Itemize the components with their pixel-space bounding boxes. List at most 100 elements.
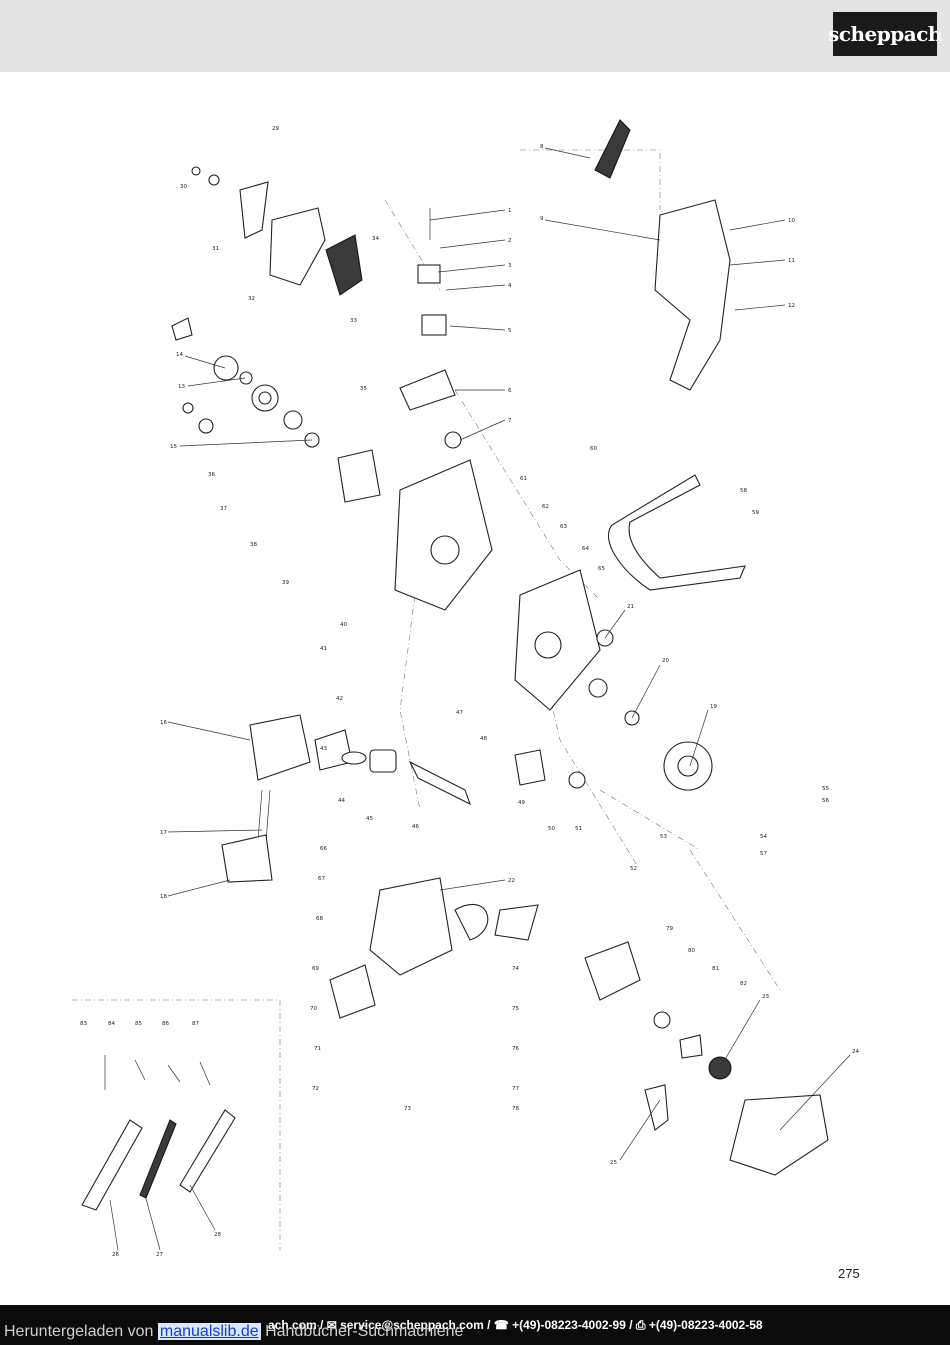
label-p60: 60 [590, 446, 597, 452]
tool-hex-key-2 [199, 1061, 211, 1086]
sprocket-cover-part [369, 877, 453, 976]
exploded-parts-diagram: 1 2 3 4 5 6 7 8 9 10 11 12 13 14 15 16 1… [0, 90, 950, 1260]
bearing-right-part [588, 678, 608, 698]
label-p75: 75 [512, 1006, 519, 1012]
stud-bolt-2-part [265, 789, 271, 843]
saw-chain-part [139, 1119, 177, 1199]
side-cover-part [329, 964, 376, 1019]
header-bar: scheppach [0, 0, 950, 72]
label-p67: 67 [318, 876, 325, 882]
label-p80: 80 [688, 948, 695, 954]
chain-guard-part [81, 1119, 143, 1211]
stud-bolt-part [257, 789, 263, 841]
label-p61: 61 [520, 476, 527, 482]
label-p48: 48 [480, 736, 487, 742]
label-p32: 32 [248, 296, 255, 302]
scheppach-logo: scheppach [828, 12, 942, 56]
label-p64: 64 [582, 546, 589, 552]
label-p45: 45 [366, 816, 373, 822]
label-p39: 39 [282, 580, 289, 586]
label-p49: 49 [518, 800, 525, 806]
label-p31: 31 [212, 246, 219, 252]
drum-part [283, 410, 303, 430]
label-p36: 36 [208, 472, 215, 478]
carb-block-part [421, 314, 447, 336]
label-p42: 42 [336, 696, 343, 702]
label-p7: 7 [508, 418, 512, 424]
sprocket-hub-part [258, 391, 272, 405]
ignition-coil-part [514, 749, 546, 786]
label-p3: 3 [508, 263, 512, 269]
label-p57: 57 [760, 851, 767, 857]
page-number: 275 [838, 1266, 860, 1281]
label-p81: 81 [712, 966, 719, 972]
label-p74: 74 [512, 966, 519, 972]
label-p56: 56 [822, 798, 829, 804]
flywheel-hub-part [677, 755, 699, 777]
gasket-plate-part [399, 369, 456, 411]
fan-housing-part [584, 941, 641, 1001]
manualslib-link[interactable]: manualslib.de [157, 1323, 261, 1340]
crank-bore-right-part [534, 631, 562, 659]
label-p43: 43 [320, 746, 327, 752]
label-p78: 78 [512, 1106, 519, 1112]
label-p66: 66 [320, 846, 327, 852]
spring-part [182, 402, 194, 414]
label-p11: 11 [788, 258, 795, 264]
label-p69: 69 [312, 966, 319, 972]
label-p8: 8 [540, 144, 544, 150]
label-p65: 65 [598, 566, 605, 572]
cylinder-part [249, 714, 311, 781]
crankcase-left-part [394, 459, 493, 611]
label-p62: 62 [542, 504, 549, 510]
label-p26: 26 [112, 1252, 119, 1258]
deflector-part [494, 904, 539, 941]
label-p33: 33 [350, 318, 357, 324]
label-p15: 15 [170, 444, 177, 450]
top-cover-part [269, 207, 326, 286]
label-p77: 77 [512, 1086, 519, 1092]
label-p14: 14 [176, 352, 183, 358]
label-p13: 13 [178, 384, 185, 390]
filter-cover-part [239, 181, 269, 239]
label-p17: 17 [160, 830, 167, 836]
label-p5: 5 [508, 328, 512, 334]
label-p59: 59 [752, 510, 759, 516]
label-p71: 71 [314, 1046, 321, 1052]
part-labels: 1 2 3 4 5 6 7 8 9 10 11 12 13 14 15 16 1… [80, 126, 859, 1258]
label-p70: 70 [310, 1006, 317, 1012]
label-p76: 76 [512, 1046, 519, 1052]
pulley-part [653, 1011, 671, 1029]
label-p82: 82 [740, 981, 747, 987]
knob-part [208, 174, 220, 186]
label-p50: 50 [548, 826, 555, 832]
label-p68: 68 [316, 916, 323, 922]
starter-grip-part [644, 1084, 669, 1131]
label-p55: 55 [822, 786, 829, 792]
label-p9: 9 [540, 216, 544, 222]
label-p12: 12 [788, 303, 795, 309]
label-p19: 19 [710, 704, 717, 710]
air-filter-part [325, 234, 363, 296]
label-p22: 22 [508, 878, 515, 884]
label-p34: 34 [372, 236, 379, 242]
download-prefix: Heruntergeladen von [4, 1323, 154, 1340]
label-p52: 52 [630, 866, 637, 872]
pawl-cover-part [679, 1034, 703, 1059]
washer-part [239, 371, 253, 385]
muffler-part [221, 834, 273, 883]
label-p53: 53 [660, 834, 667, 840]
label-p23: 23 [762, 994, 769, 1000]
label-p46: 46 [412, 824, 419, 830]
label-p83: 83 [80, 1021, 87, 1027]
tool-hex-key [167, 1064, 181, 1083]
download-suffix: Handbücher-Suchmachiene [265, 1323, 464, 1340]
label-p35: 35 [360, 386, 367, 392]
pawl-part [568, 771, 586, 789]
label-p6: 6 [508, 388, 512, 394]
intake-boot-part [444, 431, 462, 449]
label-p72: 72 [312, 1086, 319, 1092]
label-p2: 2 [508, 238, 512, 244]
diagram-canvas: 1 2 3 4 5 6 7 8 9 10 11 12 13 14 15 16 1… [72, 119, 859, 1258]
label-p87: 87 [192, 1021, 199, 1027]
